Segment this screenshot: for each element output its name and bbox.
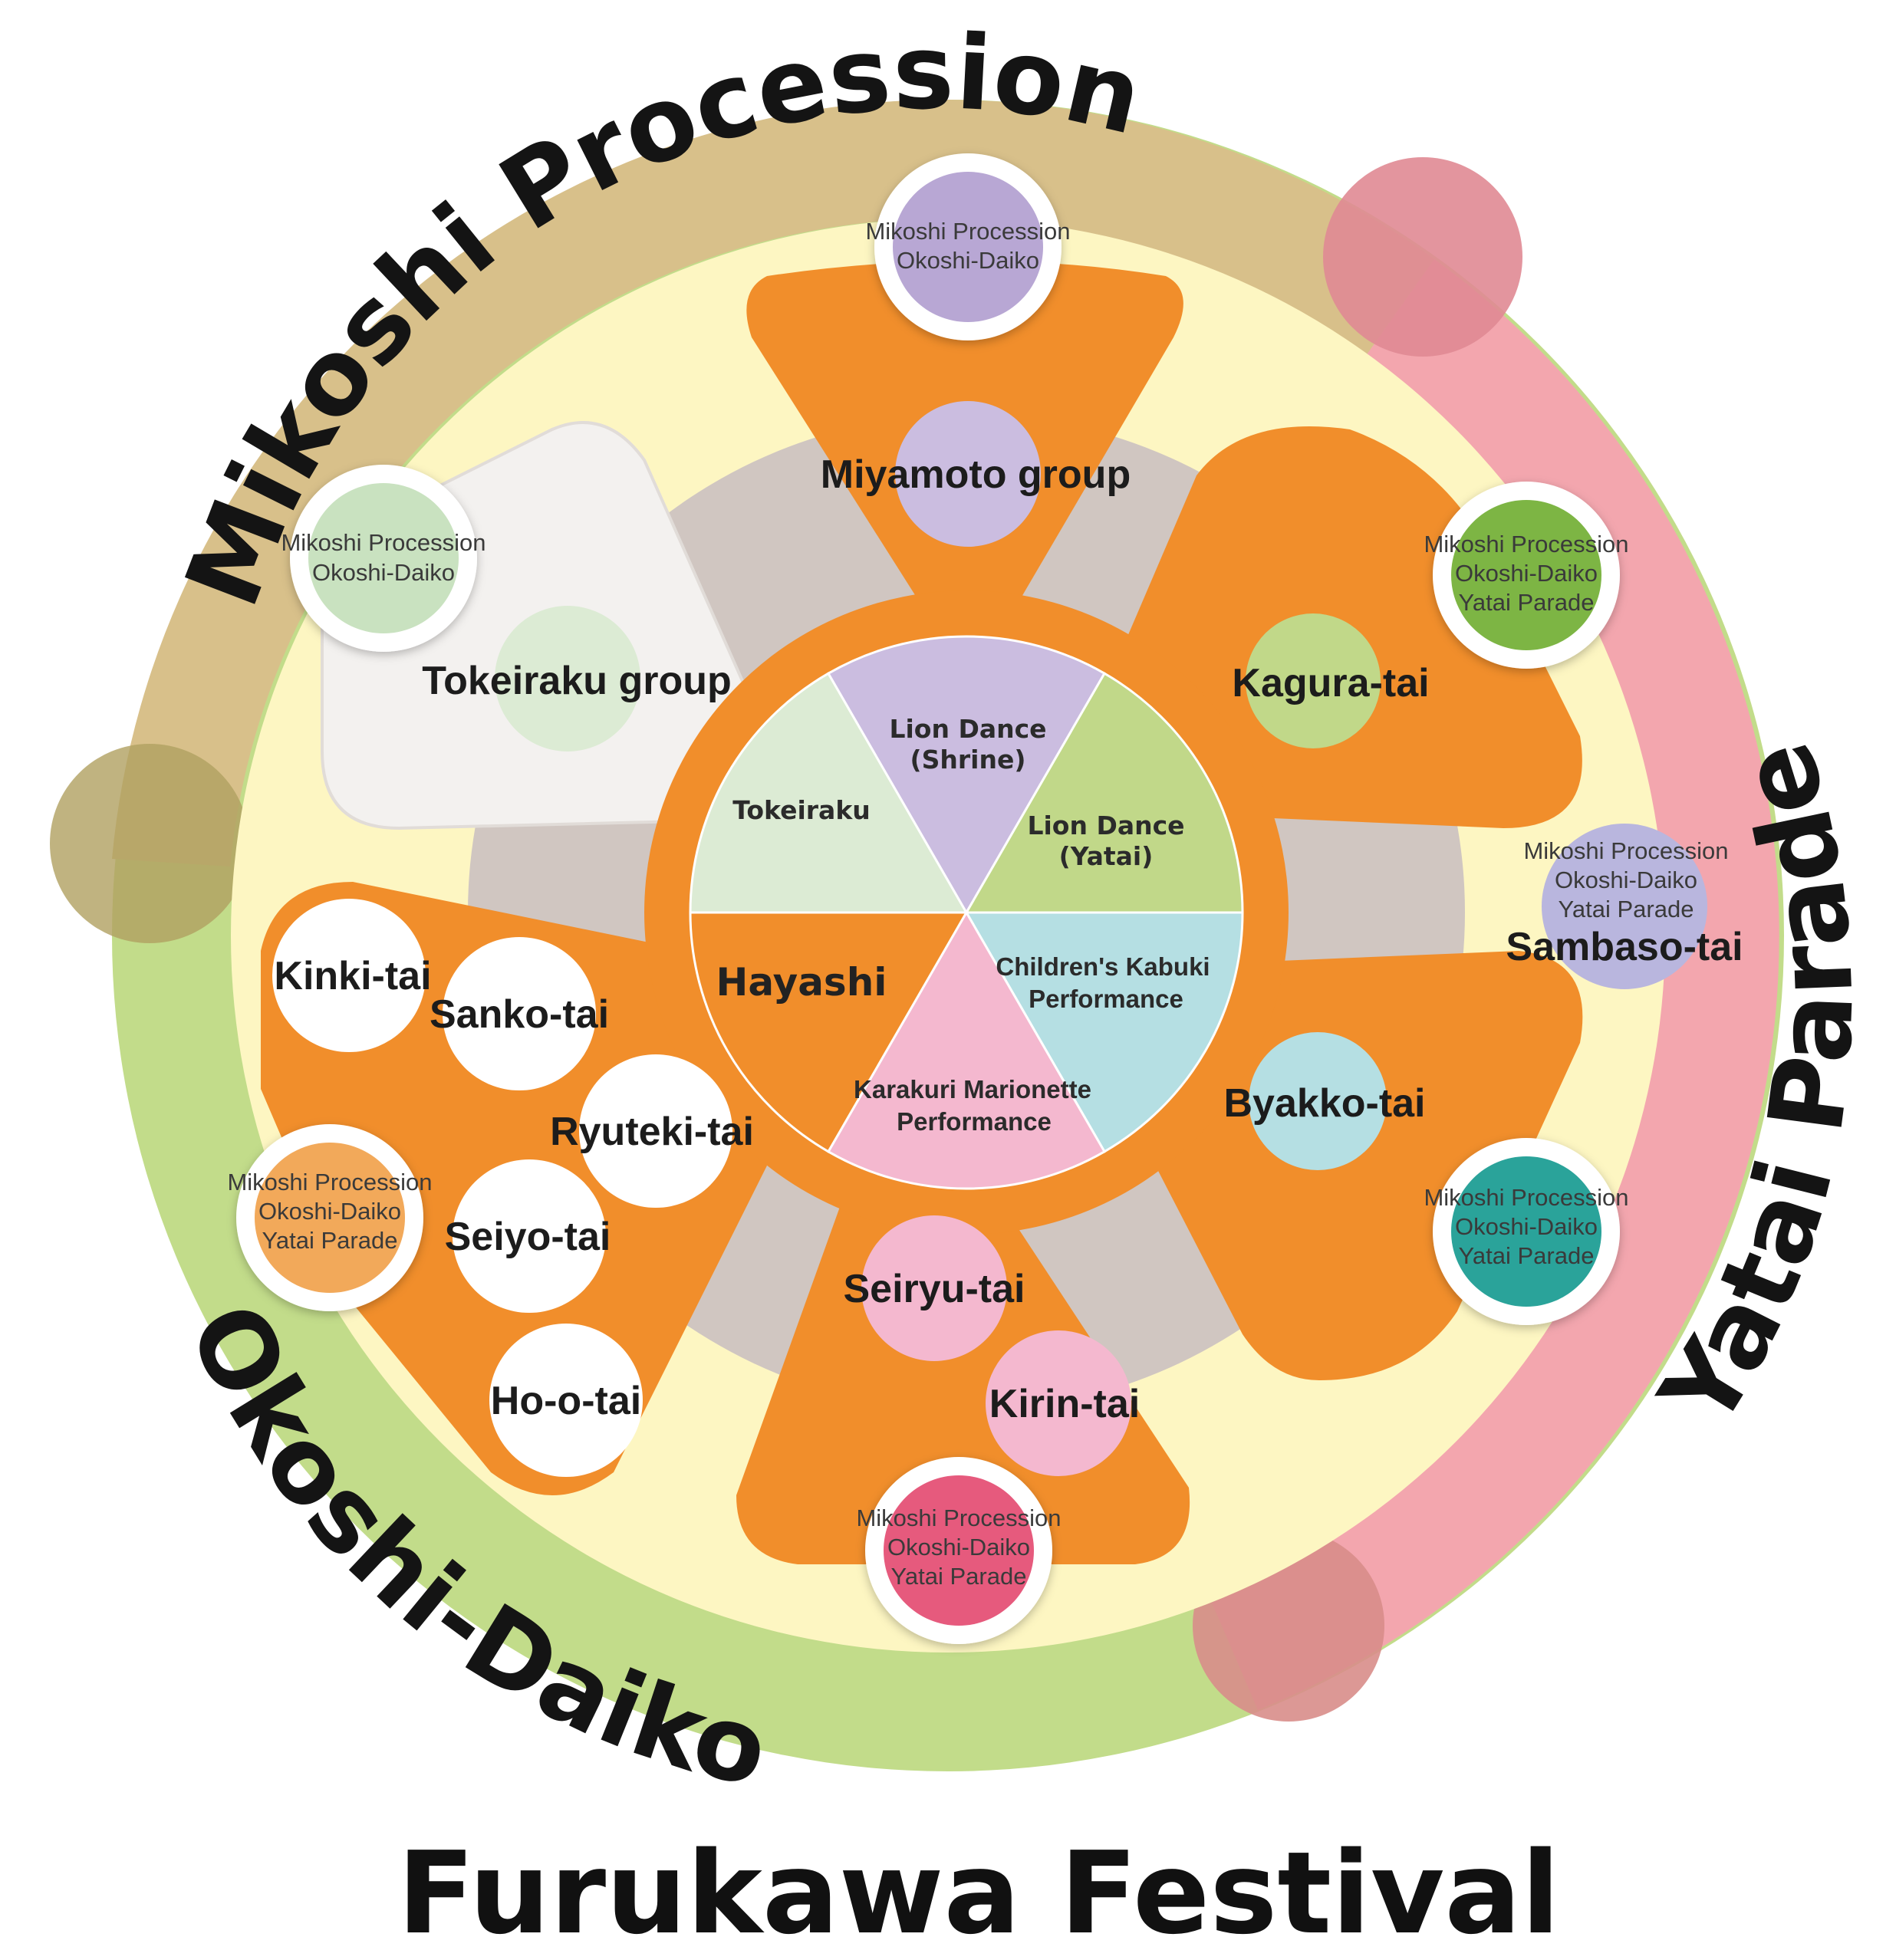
pie-hayashi bbox=[689, 911, 969, 1153]
svg-text:Okoshi-Daiko: Okoshi-Daiko bbox=[258, 1198, 401, 1225]
seiryu-circle bbox=[861, 1215, 1007, 1361]
pie-label-kabuki-2: Performance bbox=[1029, 985, 1183, 1013]
svg-text:Yatai Parade: Yatai Parade bbox=[1559, 896, 1694, 922]
kirin-circle bbox=[986, 1330, 1131, 1476]
ho-o-label: Ho-o-tai bbox=[491, 1379, 641, 1423]
badge-tokeiraku: Mikoshi Procession Okoshi-Daiko bbox=[281, 465, 486, 652]
pie-karakuri bbox=[826, 909, 1107, 1190]
outer-ring-mikoshi-top bbox=[948, 100, 1434, 357]
svg-text:Yatai Parade: Yatai Parade bbox=[1459, 589, 1595, 616]
byakko-label: Byakko-tai bbox=[1224, 1081, 1426, 1126]
ho-o-circle bbox=[489, 1324, 643, 1477]
sanko-label: Sanko-tai bbox=[430, 992, 609, 1037]
svg-text:Sambaso-tai: Sambaso-tai bbox=[1506, 925, 1743, 969]
kirin-label: Kirin-tai bbox=[989, 1382, 1140, 1426]
pie-label-lion-shrine-1: Lion Dance bbox=[889, 714, 1046, 744]
byakko-circle bbox=[1249, 1032, 1387, 1170]
sanko-circle bbox=[443, 937, 596, 1090]
seiyo-circle bbox=[453, 1159, 606, 1313]
kinki-circle bbox=[272, 899, 426, 1052]
svg-text:Okoshi-Daiko: Okoshi-Daiko bbox=[1455, 560, 1598, 587]
kagura-label: Kagura-tai bbox=[1232, 661, 1429, 705]
badge-hayashi-group: Mikoshi Procession Okoshi-Daiko Yatai Pa… bbox=[227, 1124, 433, 1311]
miyamoto-label: Miyamoto group bbox=[821, 452, 1131, 497]
badge-seiryu-kirin: Mikoshi Procession Okoshi-Daiko Yatai Pa… bbox=[856, 1457, 1062, 1644]
badge-miyamoto: Mikoshi Procession Okoshi-Daiko bbox=[865, 153, 1071, 340]
pie-label-karakuri-2: Performance bbox=[897, 1107, 1052, 1136]
seiryu-label: Seiryu-tai bbox=[844, 1267, 1025, 1311]
svg-text:Mikoshi Procession: Mikoshi Procession bbox=[1523, 837, 1728, 864]
svg-text:Yatai Parade: Yatai Parade bbox=[1459, 1242, 1595, 1269]
pie-label-kabuki-1: Children's Kabuki bbox=[996, 952, 1210, 981]
pie-lion-shrine bbox=[826, 635, 1107, 916]
tokeiraku-circle bbox=[495, 606, 640, 751]
outer-ring-yatai bbox=[1212, 259, 1779, 1710]
badge-kagura: Mikoshi Procession Okoshi-Daiko Yatai Pa… bbox=[1424, 482, 1629, 669]
tokeiraku-label: Tokeiraku group bbox=[422, 659, 732, 703]
svg-text:Mikoshi Procession: Mikoshi Procession bbox=[865, 218, 1070, 245]
pie-label-lion-yatai-1: Lion Dance bbox=[1027, 811, 1184, 840]
svg-text:Mikoshi Procession: Mikoshi Procession bbox=[1424, 531, 1628, 557]
ring-cap-yatai-top bbox=[1323, 157, 1522, 357]
svg-text:Okoshi-Daiko: Okoshi-Daiko bbox=[312, 559, 455, 586]
svg-text:Okoshi-Daiko: Okoshi-Daiko bbox=[1455, 1213, 1598, 1240]
ring-cap-mikoshi bbox=[50, 744, 249, 943]
seiyo-label: Seiyo-tai bbox=[445, 1215, 611, 1259]
pie-label-lion-yatai-2: (Yatai) bbox=[1059, 841, 1154, 871]
svg-text:Mikoshi Procession: Mikoshi Procession bbox=[856, 1505, 1061, 1531]
center-pie bbox=[689, 635, 1244, 1190]
svg-text:Mikoshi Procession: Mikoshi Procession bbox=[281, 529, 486, 556]
svg-text:Yatai Parade: Yatai Parade bbox=[891, 1563, 1027, 1590]
pie-label-lion-shrine-2: (Shrine) bbox=[910, 745, 1026, 774]
svg-text:Mikoshi Procession: Mikoshi Procession bbox=[1424, 1184, 1628, 1211]
badge-sambaso: Mikoshi Procession Okoshi-Daiko Yatai Pa… bbox=[1506, 824, 1743, 989]
pie-tokeiraku bbox=[689, 672, 969, 914]
svg-text:Yatai Parade: Yatai Parade bbox=[262, 1227, 398, 1254]
ryuteki-label: Ryuteki-tai bbox=[550, 1110, 754, 1154]
pie-kabuki bbox=[964, 911, 1244, 1153]
svg-text:Mikoshi Procession: Mikoshi Procession bbox=[227, 1169, 432, 1195]
pie-lion-yatai bbox=[964, 672, 1244, 914]
svg-text:Okoshi-Daiko: Okoshi-Daiko bbox=[887, 1534, 1030, 1560]
ryuteki-circle bbox=[579, 1054, 732, 1208]
miyamoto-circle bbox=[895, 401, 1041, 547]
pie-label-tokeiraku: Tokeiraku bbox=[732, 795, 871, 825]
pie-label-hayashi: Hayashi bbox=[716, 960, 887, 1005]
badge-byakko: Mikoshi Procession Okoshi-Daiko Yatai Pa… bbox=[1424, 1138, 1629, 1325]
kinki-label: Kinki-tai bbox=[274, 954, 431, 998]
svg-text:Okoshi-Daiko: Okoshi-Daiko bbox=[897, 247, 1039, 274]
page-title: Furukawa Festival bbox=[397, 1827, 1560, 1959]
pie-label-karakuri-1: Karakuri Marionette bbox=[854, 1075, 1091, 1103]
kagura-circle bbox=[1246, 613, 1381, 748]
hayashi-group: Kinki-tai Sanko-tai Ryuteki-tai Seiyo-ta… bbox=[272, 899, 754, 1477]
svg-text:Okoshi-Daiko: Okoshi-Daiko bbox=[1555, 867, 1697, 893]
